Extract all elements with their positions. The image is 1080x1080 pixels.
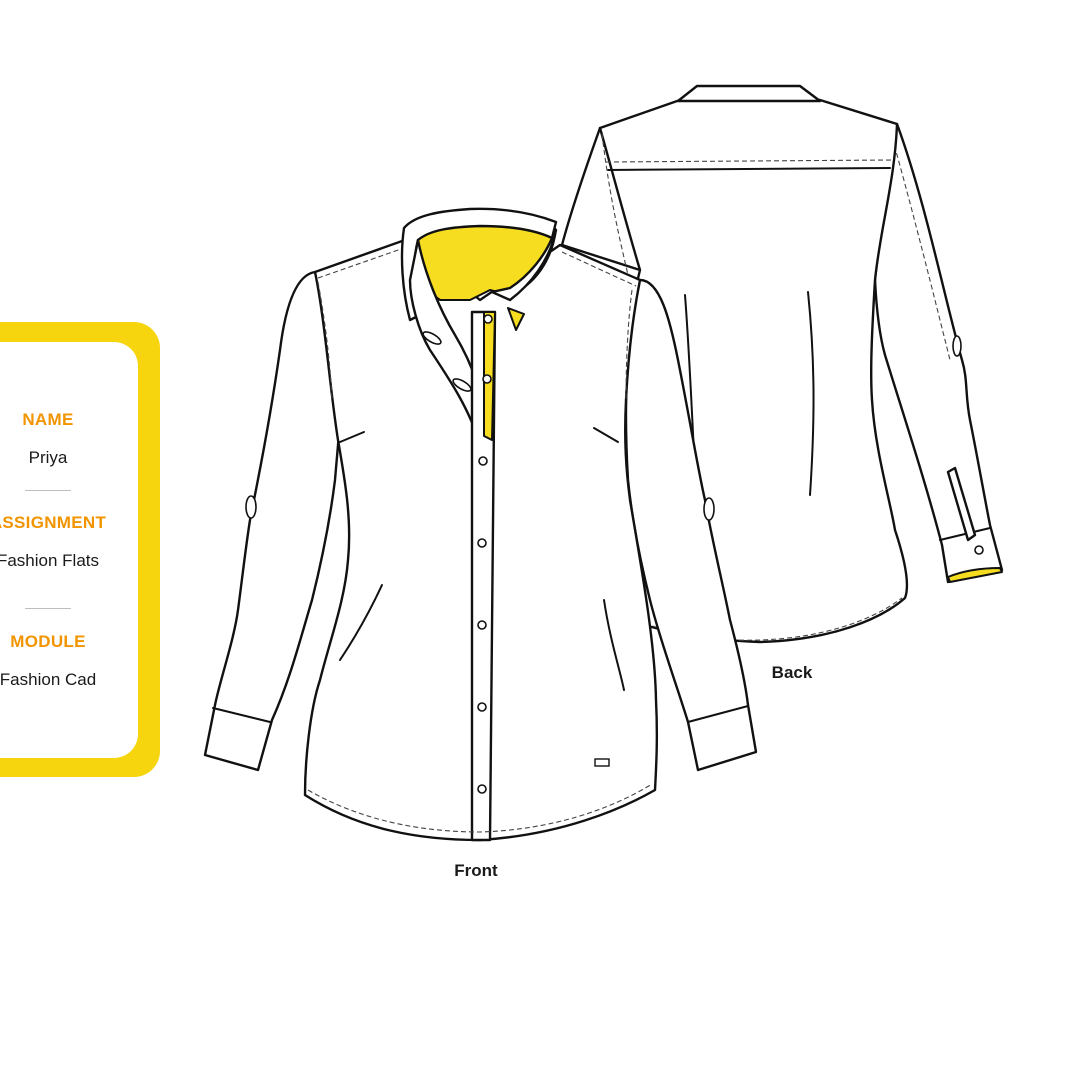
assignment-label: ASSIGNMENT	[0, 513, 107, 532]
shirt-button	[477, 620, 487, 630]
name-label: NAME	[22, 410, 74, 429]
back-cuff-button	[974, 545, 984, 555]
info-card: NAME Priya ASSIGNMENT Fashion Flats MODU…	[0, 342, 138, 758]
shirt-button	[482, 374, 492, 384]
assignment-value: Fashion Flats	[0, 551, 100, 570]
front-collar-right-point	[490, 228, 558, 302]
brand-label-icon	[594, 758, 610, 767]
shirt-button	[483, 314, 493, 324]
back-sleeve-button	[952, 335, 962, 357]
shirt-button	[477, 538, 487, 548]
back-cuff-lining	[947, 567, 1003, 583]
back-collar	[676, 84, 822, 103]
shirt-button	[477, 702, 487, 712]
divider	[25, 608, 71, 609]
back-yoke-seam	[607, 167, 891, 171]
right-cuff-seam	[687, 705, 749, 723]
shirt-button	[478, 456, 488, 466]
module-label: MODULE	[10, 632, 86, 651]
left-sleeve-button	[245, 495, 257, 519]
shirt-front-view	[203, 207, 758, 842]
assignment-field: ASSIGNMENT Fashion Flats	[0, 513, 116, 571]
back-caption: Back	[771, 663, 813, 682]
back-dart-right	[807, 291, 815, 496]
name-value: Priya	[28, 448, 68, 467]
divider	[25, 490, 71, 491]
front-hem-stitch	[307, 783, 653, 833]
left-cuff-seam	[212, 707, 271, 723]
back-right-sleeve	[873, 122, 1004, 584]
back-hem-stitch	[614, 597, 903, 641]
right-sleeve-button	[703, 497, 715, 521]
front-buttons	[477, 314, 493, 794]
back-roll-up-tab	[946, 466, 977, 542]
front-caption: Front	[454, 861, 498, 880]
shirt-button	[477, 784, 487, 794]
module-field: MODULE Fashion Cad	[0, 632, 116, 690]
name-field: NAME Priya	[0, 410, 116, 468]
module-value: Fashion Cad	[0, 670, 97, 689]
